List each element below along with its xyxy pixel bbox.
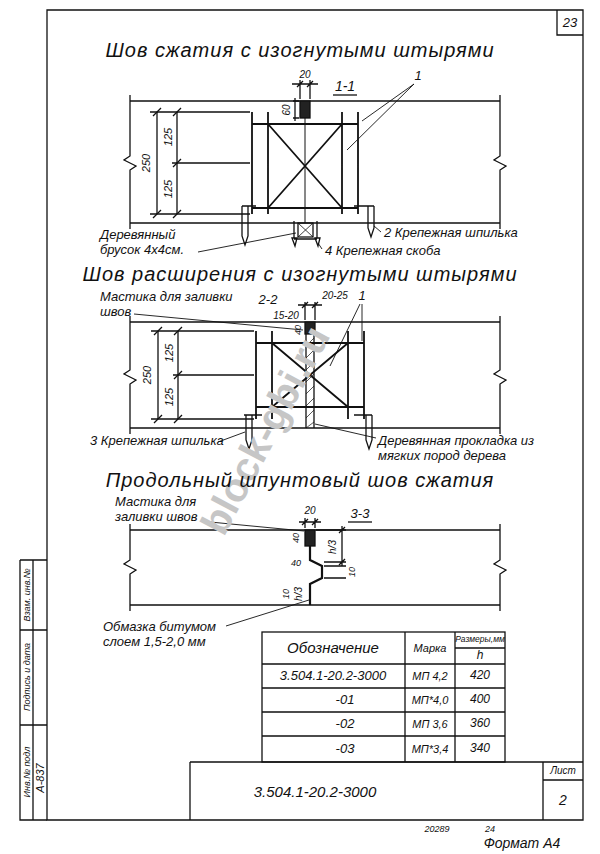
part-label: Деревянная прокладка из мягких пород дер… [378, 434, 548, 464]
table-cell: МП*4,0 [412, 694, 449, 707]
sheet-number: 2 [559, 792, 567, 808]
table-cell: 340 [470, 742, 490, 756]
table-cell: -03 [336, 742, 355, 757]
dimension: 125 [163, 344, 176, 362]
dimension: 250 [140, 154, 153, 172]
drawing-code: 3.504.1-20.2-3000 [254, 783, 377, 800]
part-label: Деревянный брусок 4х4см. [100, 228, 215, 258]
dimension: 20-25 [322, 290, 348, 302]
dimension: h/3 [327, 540, 339, 554]
margin-label: Взам. инв.№ [22, 568, 32, 621]
dimension: 20 [304, 505, 315, 517]
footnote: 20289 [424, 824, 449, 834]
table-cell: 3.504.1-20.2-3000 [280, 669, 386, 684]
margin-label: Инв.№ подл [22, 747, 32, 798]
watermark: block-gbi.ru [191, 318, 339, 542]
note-label: Мастика для заливки швов [115, 495, 240, 525]
section-mark: 2-2 [259, 293, 278, 308]
table-header: Обозначение [287, 639, 379, 656]
dimension: 125 [163, 388, 176, 406]
table-header: h [477, 649, 484, 663]
note-label: Обмазка битумом слоем 1,5-2,0 мм [103, 620, 253, 650]
margin-label: Подпись и дата [22, 643, 32, 711]
dimension: 40 [291, 533, 301, 543]
table-cell: 420 [470, 669, 490, 683]
inventory-number: А-837 [34, 763, 47, 792]
part-label: 3 Крепежная шпилька [90, 434, 224, 449]
dimension: h/3 [293, 587, 305, 601]
footnote: 24 [485, 824, 495, 834]
dimension: 10 [281, 589, 291, 599]
section-mark: 3-3 [351, 507, 370, 522]
table-cell: 360 [470, 717, 490, 731]
part-label: 2 Крепежная шпилька [384, 226, 518, 241]
sheet-label: Лист [550, 765, 576, 777]
callout-number: 1 [414, 69, 421, 84]
dimension: 40 [293, 325, 303, 335]
table-cell: -02 [336, 717, 355, 732]
table-header: Размеры,мм [455, 635, 505, 645]
section-heading: Продольный шпунтовый шов сжатия [106, 469, 495, 492]
dimension: 60 [281, 104, 293, 115]
note-label: Мастика для заливки швов [100, 290, 250, 320]
drawing-title: Шов сжатия с изогнутыми штырями [105, 39, 494, 62]
part-label: 4 Крепежная скоба [325, 244, 441, 259]
section-mark: 1-1 [335, 78, 355, 94]
dimension: 125 [162, 180, 175, 198]
table-cell: МП 4,2 [412, 670, 447, 683]
dimension: 125 [162, 128, 175, 146]
dimension: 40 [291, 558, 301, 568]
table-cell: 400 [470, 693, 490, 707]
dimension: 15-20 [273, 310, 299, 322]
table-cell: МП*3,4 [412, 743, 449, 756]
callout-number: 1 [358, 289, 365, 304]
section-heading: Шов расширения с изогнутыми штырями [82, 263, 517, 286]
sheet-number: 23 [563, 16, 577, 31]
dimension: 10 [347, 567, 357, 577]
dimension: 250 [141, 366, 154, 384]
table-cell: МП 3,6 [412, 718, 447, 731]
table-header: Марка [414, 642, 447, 655]
table-cell: -01 [336, 693, 355, 708]
dimension: 20 [299, 69, 310, 81]
format-label: Формат А4 [484, 835, 561, 851]
